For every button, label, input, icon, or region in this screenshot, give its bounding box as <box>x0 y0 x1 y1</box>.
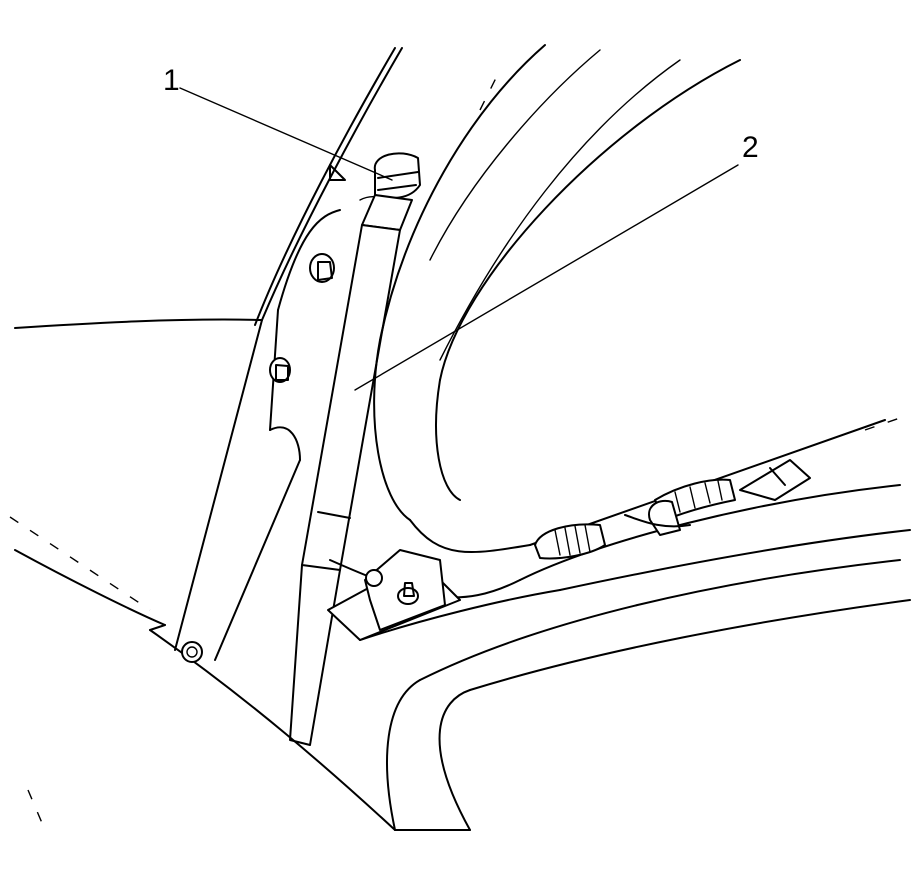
hood-strut <box>289 152 421 746</box>
leader-line-1 <box>179 87 393 181</box>
engine-bay-hoses <box>534 459 811 560</box>
pillar-bolts <box>181 253 335 663</box>
inner-panel <box>373 44 901 554</box>
leader-lines <box>179 87 739 391</box>
callout-label-2: 2 <box>742 131 759 164</box>
callout-label-1: 1 <box>163 64 180 97</box>
bolt-lower-icon <box>181 641 203 663</box>
bolt-middle-icon <box>269 357 291 383</box>
callouts: 1 2 <box>163 64 759 164</box>
bolt-upper-icon <box>309 253 335 283</box>
engine-bay <box>329 484 911 831</box>
strut-lower-bracket <box>327 549 461 641</box>
leader-line-2 <box>354 164 739 391</box>
